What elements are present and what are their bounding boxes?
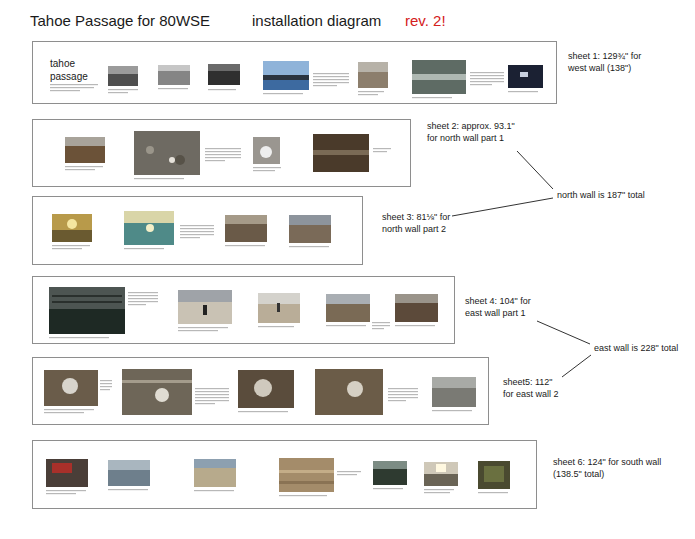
sheet-label: sheet 4: 104" for east wall part 1 — [465, 296, 541, 319]
heading-label: installation diagram — [252, 11, 381, 31]
photo — [178, 290, 232, 324]
leader-lines — [452, 151, 591, 377]
photo — [412, 60, 466, 94]
heading-label: rev. 2! — [405, 11, 446, 31]
photo — [158, 65, 190, 85]
photo — [432, 377, 476, 407]
photo — [253, 137, 280, 164]
sheet-label: sheet5: 112" for east wall 2 — [503, 377, 561, 400]
leader-line — [517, 151, 553, 189]
sheet-label: sheet 3: 81⅛" for north wall part 2 — [382, 212, 462, 235]
photo — [395, 294, 438, 322]
photo — [373, 461, 407, 485]
leader-line — [562, 355, 591, 377]
sheet-box: sheet 2: approx. 93.1" for north wall pa… — [32, 119, 411, 187]
photo — [65, 137, 105, 163]
sheet-label: sheet 2: approx. 93.1" for north wall pa… — [427, 121, 517, 144]
sheet-title: tahoe passage — [50, 57, 88, 83]
sheet-box: sheet 3: 81⅛" for north wall part 2 — [32, 196, 363, 265]
sheet-box: sheet 4: 104" for east wall part 1 — [32, 276, 455, 344]
photo — [289, 215, 331, 243]
photo — [122, 369, 192, 415]
photo — [134, 131, 200, 175]
photo — [478, 461, 510, 489]
photo — [424, 462, 458, 486]
sheet-box: sheet5: 112" for east wall 2 — [32, 357, 489, 425]
sheet-label: sheet 1: 129¾" for west wall (138") — [568, 51, 647, 74]
photo — [208, 64, 240, 85]
photo — [358, 62, 388, 88]
photo — [108, 460, 150, 486]
photo — [124, 211, 174, 245]
photo — [258, 293, 300, 323]
photo — [313, 134, 369, 172]
photo — [315, 369, 383, 415]
photo — [238, 370, 294, 408]
sheet-box: tahoe passagesheet 1: 129¾" for west wal… — [32, 41, 557, 104]
photo — [108, 66, 138, 86]
caption-lines — [44, 72, 538, 496]
total-label: east wall is 228" total — [594, 343, 678, 355]
photo — [508, 65, 543, 88]
total-label: north wall is 187" total — [557, 190, 645, 202]
sheet-box: sheet 6: 124" for south wall (138.5" tot… — [32, 440, 537, 509]
photo — [49, 287, 125, 334]
photo — [225, 215, 267, 242]
photo — [52, 214, 92, 242]
sheet-label: sheet 6: 124" for south wall (138.5" tot… — [553, 457, 662, 480]
leader-line — [452, 198, 553, 216]
title: Tahoe Passage for 80WSE — [30, 11, 210, 31]
photo — [279, 458, 334, 492]
photo — [44, 370, 98, 406]
photo — [326, 294, 370, 322]
photo — [194, 459, 236, 487]
photo — [46, 459, 88, 487]
leader-line — [537, 321, 590, 344]
photo — [263, 61, 309, 90]
